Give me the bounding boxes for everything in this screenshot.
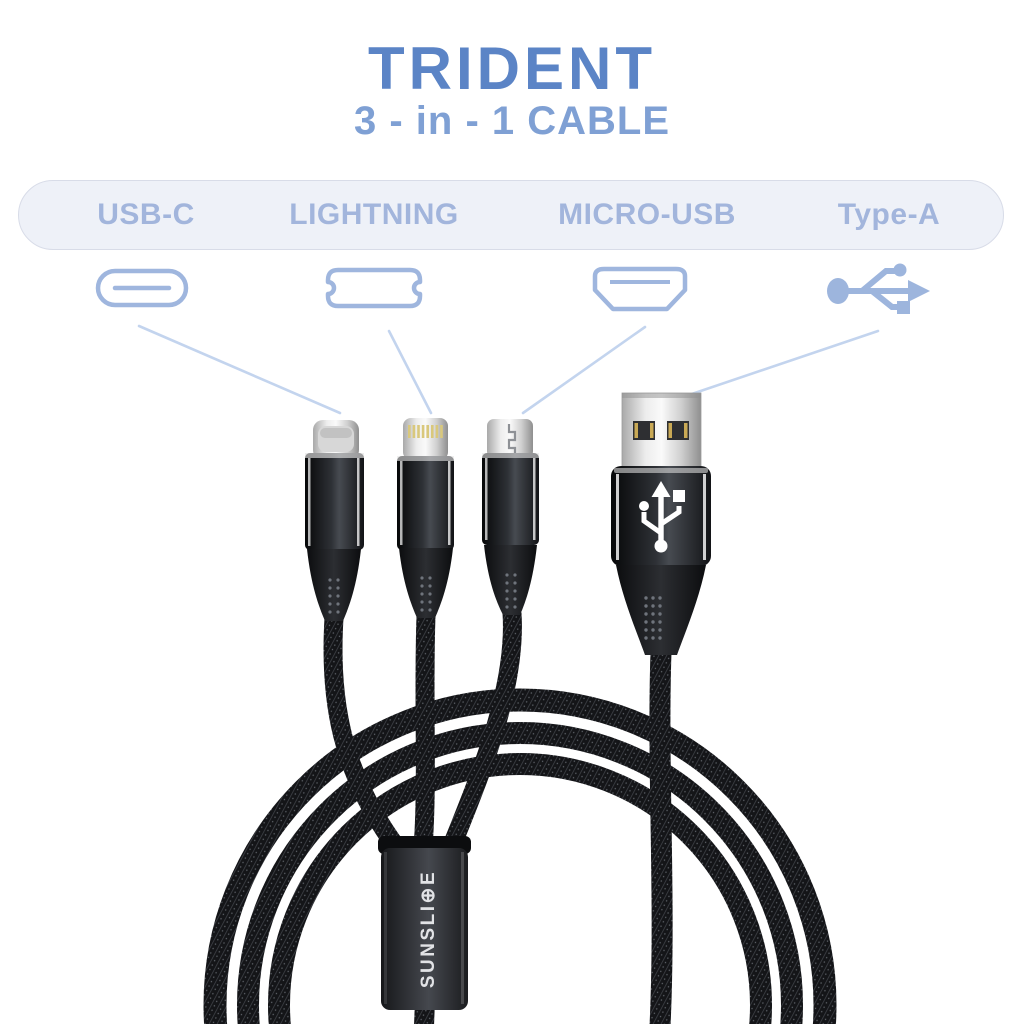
leader-line-usb-a [672,329,880,402]
usb-a-cable [649,651,673,1024]
label-type-a: Type-A [837,198,941,231]
label-lightning: LIGHTNING [289,198,459,231]
sub-cables [323,612,522,854]
label-usb-c: USB-C [97,198,195,231]
cable-loop [203,688,837,1024]
lightning-connector [397,418,454,618]
usb-a-icon [820,259,944,324]
micro-usb-tip-notch [507,424,517,454]
micro-usb-strain-dots [505,573,517,609]
leader-line-lightning [387,329,433,415]
micro-usb-sub-cable [442,612,522,852]
usb-a-strain-dots [644,596,662,640]
leader-line-usb-c [137,324,342,415]
label-micro-usb: MICRO-USB [558,198,736,231]
micro-usb-body [482,453,539,545]
usb-a-connector [611,392,711,655]
usb-trident-icon [639,481,685,553]
usb-c-neck [307,549,361,621]
usb-c-sub-cable [323,617,405,854]
lightning-neck [399,548,453,618]
lightning-tip [403,418,448,460]
connector-types-bar [18,180,1004,250]
micro-usb-tip [487,419,533,458]
cable-splitter: SUNSLI⊕E [378,836,471,1010]
usb-c-body [305,453,364,550]
usb-a-pin-windows [633,421,689,440]
lightning-strain-dots [420,576,432,612]
usb-c-connector [305,420,364,621]
lightning-icon [319,261,429,320]
globe-icon: ⊕ [418,885,439,903]
lightning-body [397,456,454,550]
usb-c-icon [87,261,197,320]
micro-usb-icon [585,262,695,321]
lightning-pins [408,425,443,438]
loop-strand-inner [268,753,772,1024]
leader-line-micro-usb [521,325,647,415]
usb-a-neck [616,565,706,655]
micro-usb-connector [482,419,539,615]
leader-lines [137,324,880,415]
loop-strand-middle [237,722,803,1024]
micro-usb-neck [484,545,537,615]
page-subtitle: 3 - in - 1 CABLE [353,99,671,143]
lightning-sub-cable [413,615,436,849]
loop-strand-outer [203,688,837,1024]
page-title: TRIDENT [368,35,656,102]
brand-text: SUNSLI⊕E [418,870,439,988]
usb-c-strain-dots [328,578,340,614]
splitter-body [381,848,468,1010]
